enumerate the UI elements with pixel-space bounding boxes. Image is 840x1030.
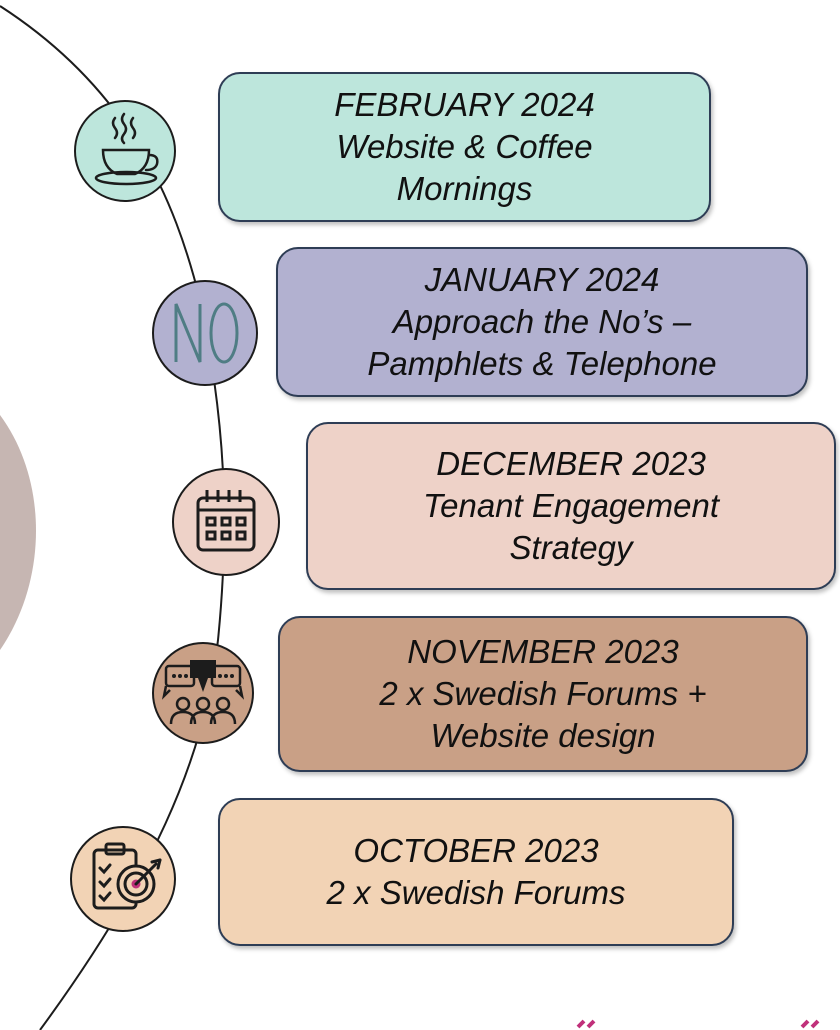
milestone-card-february-2024: FEBRUARY 2024 Website & Coffee Mornings	[218, 72, 711, 222]
milestone-card-december-2023: DECEMBER 2023 Tenant Engagement Strategy	[306, 422, 836, 590]
milestone-line: JANUARY 2024	[424, 261, 660, 298]
milestone-line: 2 x Swedish Forums +	[379, 675, 707, 712]
milestone-line: FEBRUARY 2024	[334, 86, 595, 123]
milestone-line: 2 x Swedish Forums	[326, 874, 626, 911]
forum-discussion-icon	[152, 642, 254, 744]
milestone-line: Website & Coffee	[336, 128, 593, 165]
calendar-icon	[172, 468, 280, 576]
milestone-line: Website design	[430, 717, 656, 754]
milestone-line: Approach the No’s –	[392, 303, 692, 340]
bottom-decoration	[576, 1019, 820, 1029]
left-decorative-arc	[0, 415, 36, 650]
milestone-line: DECEMBER 2023	[436, 445, 706, 482]
milestone-line: NOVEMBER 2023	[407, 633, 679, 670]
milestone-line: Strategy	[509, 529, 633, 566]
milestone-card-november-2023: NOVEMBER 2023 2 x Swedish Forums + Websi…	[278, 616, 808, 772]
milestone-line: Mornings	[396, 170, 533, 207]
milestone-line: Tenant Engagement	[422, 487, 720, 524]
milestone-card-october-2023: OCTOBER 2023 2 x Swedish Forums	[218, 798, 734, 946]
no-icon	[152, 280, 258, 386]
milestone-line: OCTOBER 2023	[353, 832, 599, 869]
target-checklist-icon	[70, 826, 176, 932]
milestone-card-january-2024: JANUARY 2024 Approach the No’s – Pamphle…	[276, 247, 808, 397]
coffee-cup-icon	[74, 100, 176, 202]
milestone-line: Pamphlets & Telephone	[367, 345, 717, 382]
